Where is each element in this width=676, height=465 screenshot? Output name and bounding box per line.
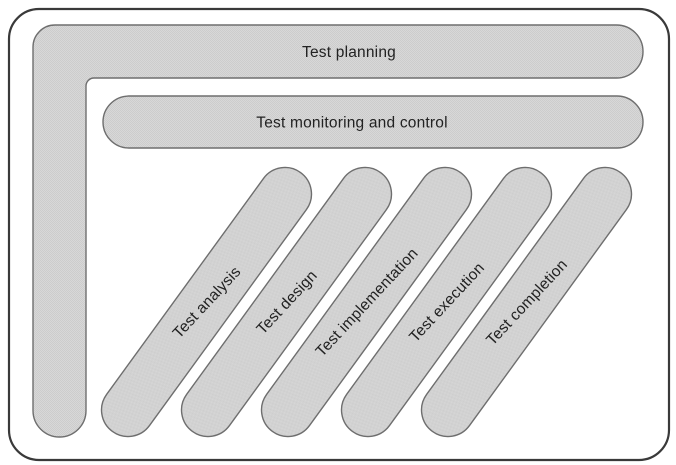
activity-bar-test-completion	[420, 166, 633, 438]
test-planning-bar	[32, 24, 644, 438]
test-planning-label: Test planning	[302, 44, 396, 61]
activity-bar-test-implementation	[260, 166, 473, 438]
activity-bar-test-analysis	[100, 166, 313, 438]
activity-bar-test-design	[180, 166, 393, 438]
test-monitoring-bar	[102, 95, 644, 149]
activity-bar-test-execution	[340, 166, 553, 438]
test-monitoring-label: Test monitoring and control	[256, 115, 448, 132]
